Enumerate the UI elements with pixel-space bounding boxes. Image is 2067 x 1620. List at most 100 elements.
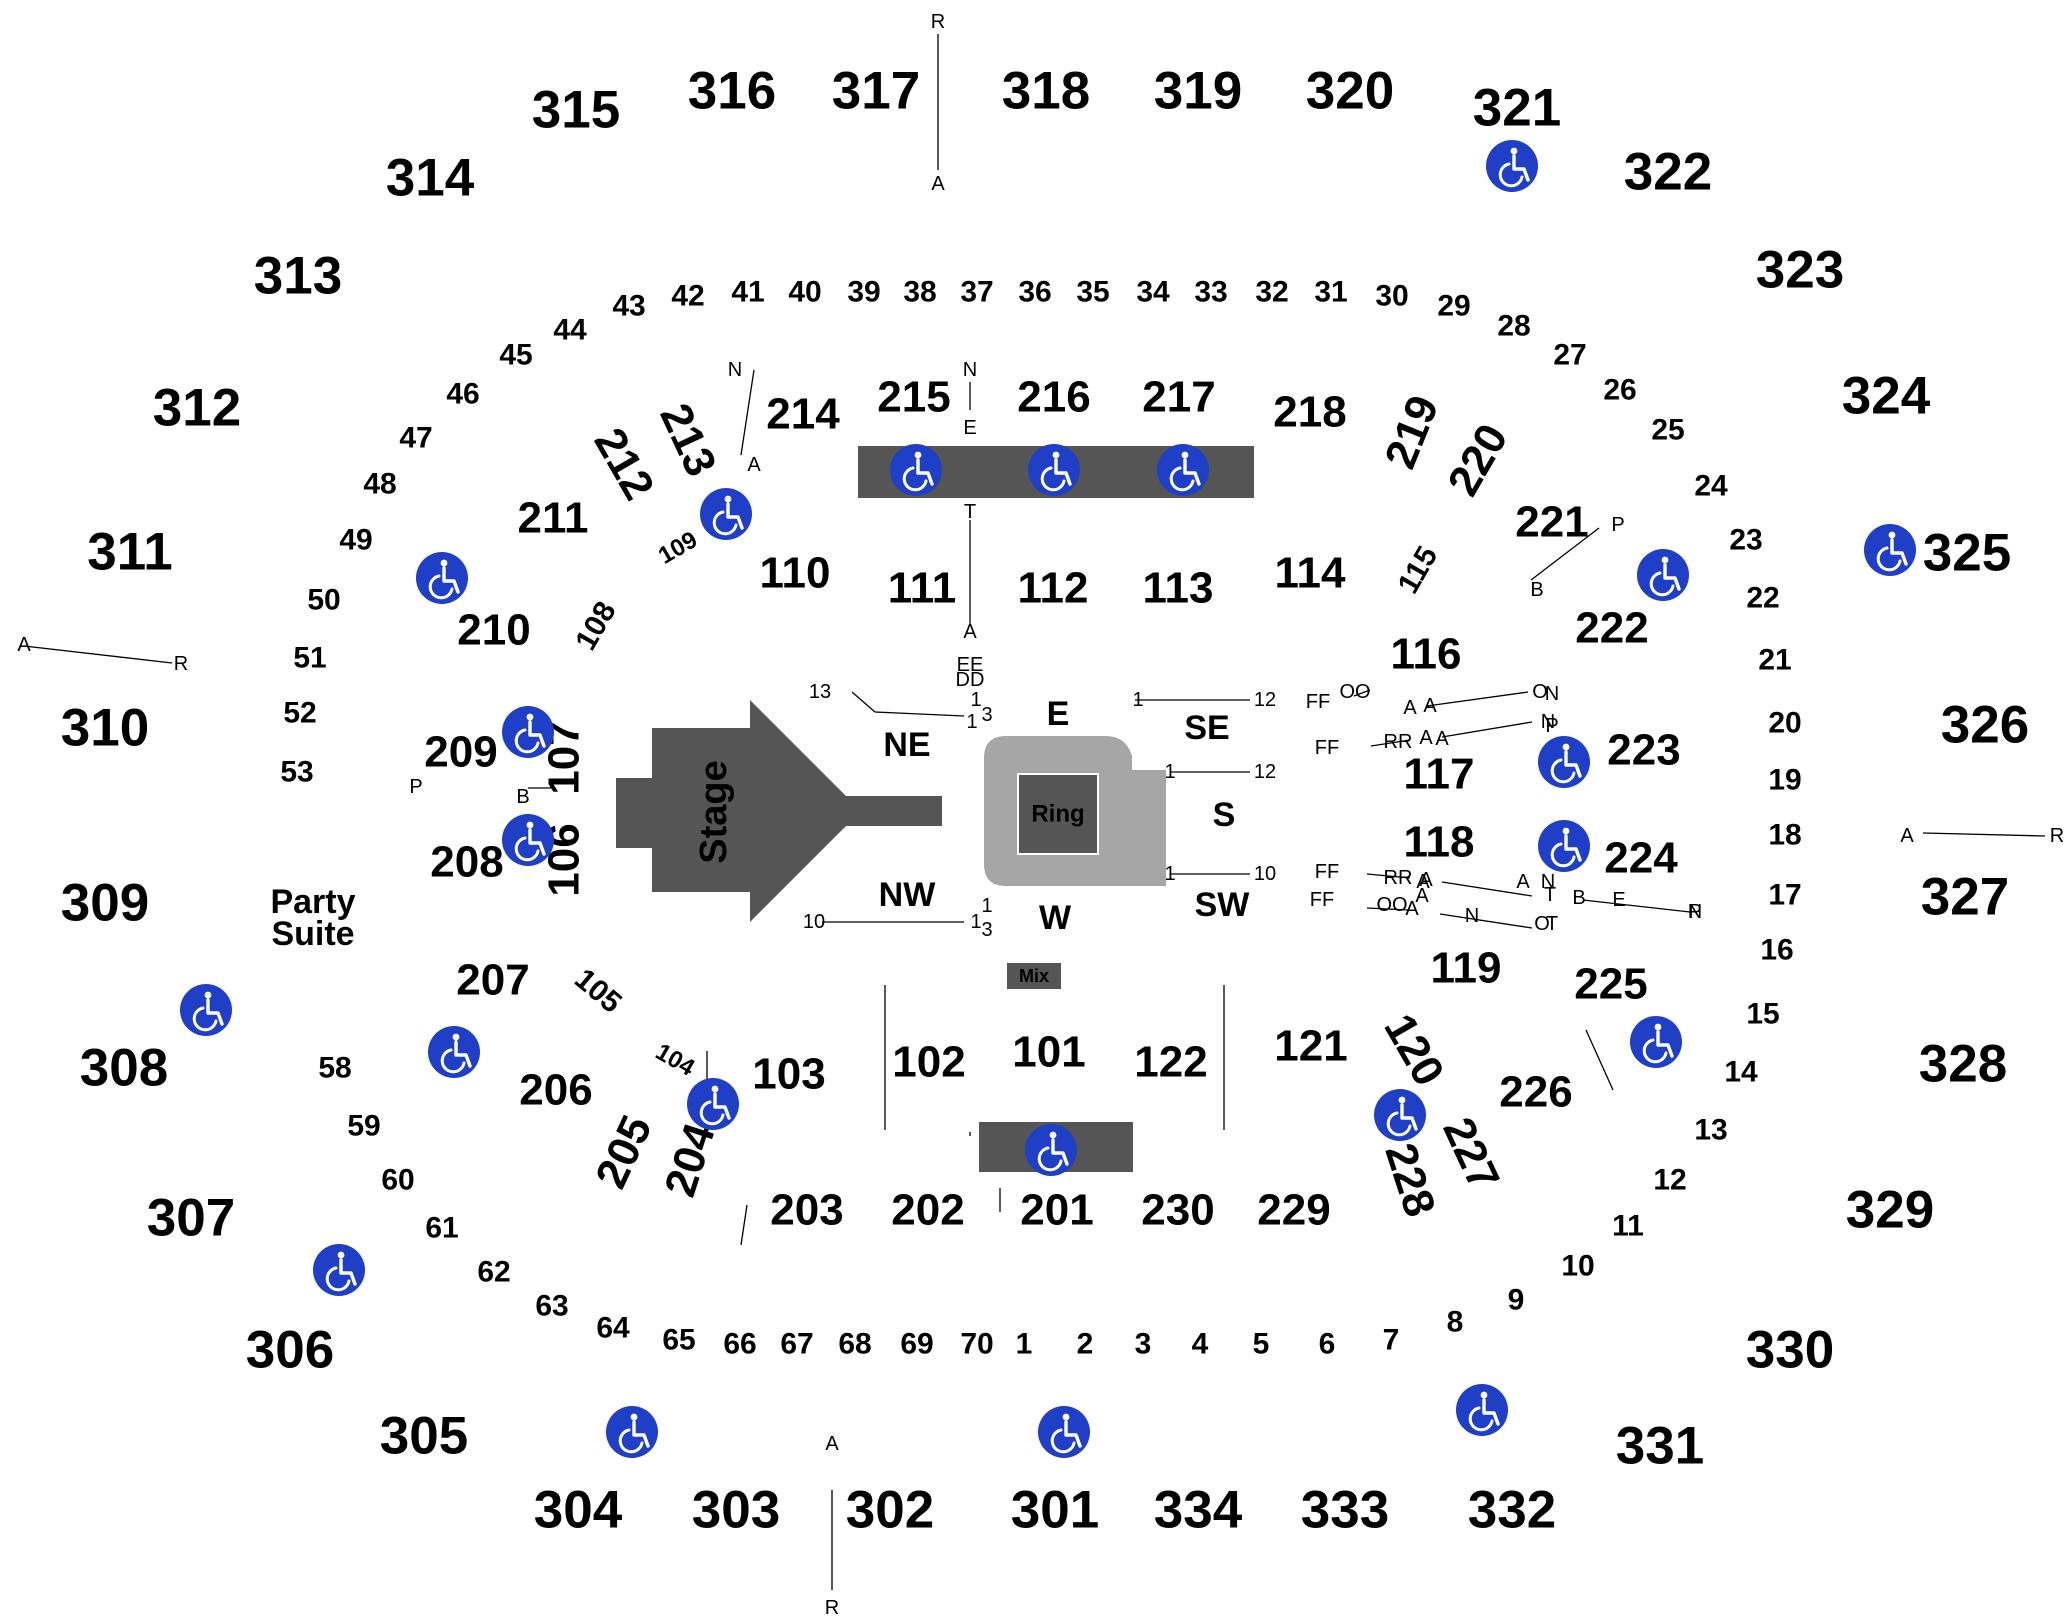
section-209[interactable]: 209 — [424, 728, 497, 777]
bay-3: 3 — [1135, 1328, 1152, 1361]
section-318[interactable]: 318 — [1002, 62, 1090, 121]
section-229[interactable]: 229 — [1257, 1186, 1330, 1235]
section-222[interactable]: 222 — [1575, 604, 1648, 653]
section-301[interactable]: 301 — [1011, 1481, 1099, 1540]
section-304[interactable]: 304 — [534, 1481, 623, 1540]
section-328[interactable]: 328 — [1919, 1035, 2007, 1094]
section-119[interactable]: 119 — [1431, 944, 1502, 993]
section-327[interactable]: 327 — [1921, 868, 2009, 927]
section-122[interactable]: 122 — [1134, 1038, 1207, 1087]
section-227[interactable]: 227 — [1433, 1110, 1508, 1197]
section-221[interactable]: 221 — [1515, 498, 1588, 547]
section-302[interactable]: 302 — [846, 1481, 934, 1540]
section-118[interactable]: 118 — [1404, 818, 1475, 867]
party-suite-label-2[interactable]: Suite — [271, 915, 354, 953]
section-334[interactable]: 334 — [1154, 1481, 1243, 1540]
section-112[interactable]: 112 — [1018, 564, 1089, 613]
section-225[interactable]: 225 — [1574, 960, 1647, 1009]
section-113[interactable]: 113 — [1143, 564, 1214, 613]
wheelchair-icon — [500, 704, 556, 760]
floor-section-e[interactable]: E — [1047, 695, 1070, 733]
section-309[interactable]: 309 — [61, 874, 149, 933]
row-marker-12: 12 — [1254, 689, 1276, 711]
section-103[interactable]: 103 — [752, 1050, 825, 1099]
row-marker-r: R — [931, 11, 945, 33]
section-203[interactable]: 203 — [770, 1186, 843, 1235]
section-323[interactable]: 323 — [1756, 241, 1844, 300]
section-319[interactable]: 319 — [1154, 62, 1242, 121]
section-110[interactable]: 110 — [760, 549, 831, 598]
section-320[interactable]: 320 — [1306, 62, 1394, 121]
section-325[interactable]: 325 — [1923, 524, 2011, 583]
section-121[interactable]: 121 — [1274, 1022, 1347, 1071]
section-226[interactable]: 226 — [1499, 1068, 1572, 1117]
section-115[interactable]: 115 — [1392, 541, 1445, 599]
floor-section-ne[interactable]: NE — [883, 726, 930, 764]
section-303[interactable]: 303 — [692, 1481, 780, 1540]
section-104[interactable]: 104 — [651, 1038, 700, 1082]
section-314[interactable]: 314 — [386, 149, 475, 208]
section-117[interactable]: 117 — [1404, 750, 1475, 799]
section-218[interactable]: 218 — [1273, 388, 1346, 437]
section-105[interactable]: 105 — [568, 962, 628, 1019]
section-312[interactable]: 312 — [153, 379, 241, 438]
section-111[interactable]: 111 — [888, 564, 957, 613]
section-102[interactable]: 102 — [892, 1038, 965, 1087]
section-210[interactable]: 210 — [457, 606, 530, 655]
section-223[interactable]: 223 — [1607, 726, 1680, 775]
section-315[interactable]: 315 — [532, 81, 620, 140]
floor-section-s[interactable]: S — [1213, 796, 1236, 834]
section-219[interactable]: 219 — [1376, 389, 1449, 475]
section-208[interactable]: 208 — [430, 838, 503, 887]
section-224[interactable]: 224 — [1604, 834, 1678, 883]
section-114[interactable]: 114 — [1275, 549, 1347, 598]
bay-70: 70 — [960, 1328, 993, 1361]
bay-50: 50 — [307, 584, 340, 617]
section-230[interactable]: 230 — [1141, 1186, 1214, 1235]
section-316[interactable]: 316 — [688, 62, 776, 121]
floor-section-sw[interactable]: SW — [1195, 886, 1251, 924]
section-324[interactable]: 324 — [1842, 367, 1931, 426]
party-suite-label[interactable]: Party — [270, 883, 355, 921]
section-212[interactable]: 212 — [584, 420, 663, 508]
section-317[interactable]: 317 — [832, 62, 920, 121]
section-308[interactable]: 308 — [80, 1039, 168, 1098]
bay-10: 10 — [1561, 1250, 1594, 1283]
section-116[interactable]: 116 — [1391, 630, 1462, 679]
floor-section-w[interactable]: W — [1039, 899, 1072, 937]
section-220[interactable]: 220 — [1438, 416, 1517, 504]
section-331[interactable]: 331 — [1616, 1417, 1704, 1476]
section-214[interactable]: 214 — [766, 390, 840, 439]
section-311[interactable]: 311 — [87, 523, 173, 582]
floor-section-nw[interactable]: NW — [879, 876, 937, 914]
section-313[interactable]: 313 — [254, 247, 342, 306]
section-329[interactable]: 329 — [1846, 1181, 1934, 1240]
section-108[interactable]: 108 — [569, 596, 623, 656]
section-109[interactable]: 109 — [654, 526, 702, 569]
section-228[interactable]: 228 — [1375, 1138, 1444, 1223]
section-307[interactable]: 307 — [147, 1189, 235, 1248]
section-326[interactable]: 326 — [1941, 696, 2029, 755]
section-120[interactable]: 120 — [1374, 1006, 1453, 1094]
section-310[interactable]: 310 — [61, 699, 149, 758]
floor-section-se[interactable]: SE — [1184, 709, 1229, 747]
section-101[interactable]: 101 — [1012, 1028, 1085, 1077]
section-202[interactable]: 202 — [891, 1186, 964, 1235]
section-215[interactable]: 215 — [877, 373, 950, 422]
section-305[interactable]: 305 — [380, 1407, 468, 1466]
section-306[interactable]: 306 — [246, 1321, 334, 1380]
section-207[interactable]: 207 — [456, 956, 529, 1005]
section-321[interactable]: 321 — [1473, 79, 1561, 138]
section-333[interactable]: 333 — [1301, 1481, 1389, 1540]
row-marker-dd: DD — [956, 669, 985, 691]
section-217[interactable]: 217 — [1142, 373, 1215, 422]
section-216[interactable]: 216 — [1017, 373, 1090, 422]
section-213[interactable]: 213 — [650, 396, 725, 483]
section-322[interactable]: 322 — [1624, 143, 1712, 202]
section-332[interactable]: 332 — [1468, 1481, 1556, 1540]
section-201[interactable]: 201 — [1020, 1186, 1093, 1235]
section-330[interactable]: 330 — [1746, 1321, 1834, 1380]
section-211[interactable]: 211 — [518, 494, 589, 543]
section-206[interactable]: 206 — [519, 1066, 592, 1115]
section-205[interactable]: 205 — [586, 1108, 661, 1195]
